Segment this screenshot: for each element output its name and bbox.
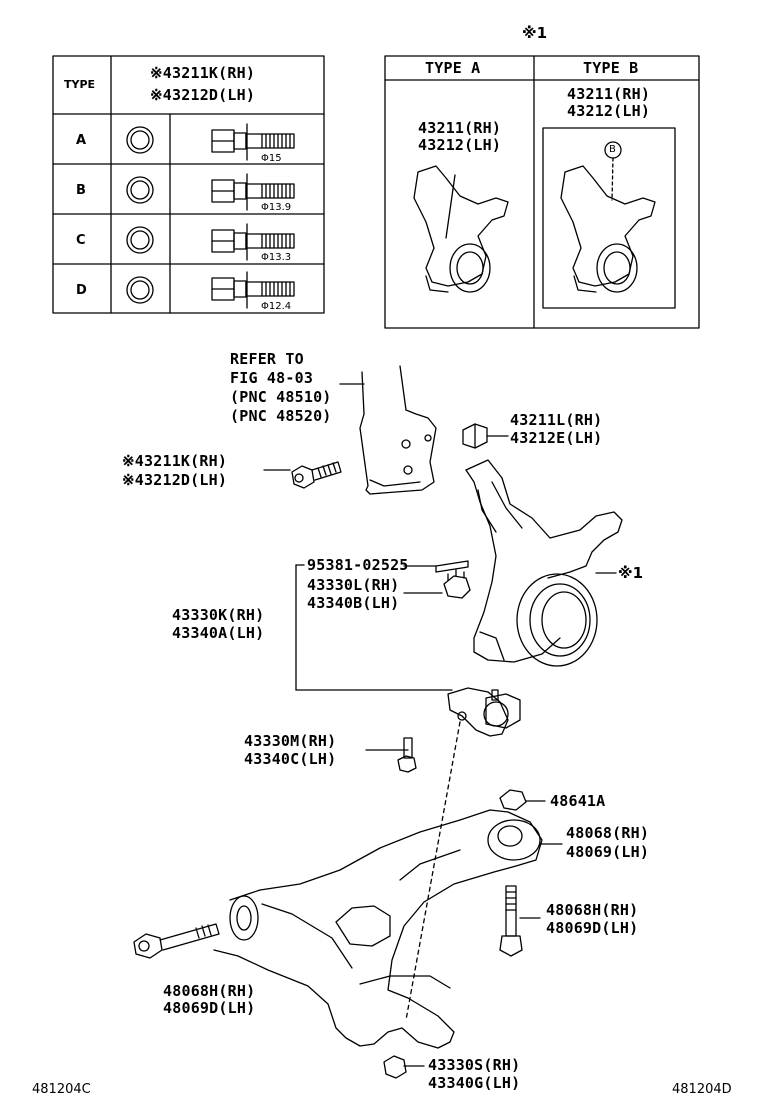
horizontal-bolt-drawing bbox=[133, 923, 220, 959]
arm-bolt-right-label-lh: 48069D(LH) bbox=[546, 919, 639, 937]
table-row-type: B bbox=[76, 183, 86, 198]
axis-line bbox=[405, 721, 461, 1021]
bracket-lines bbox=[295, 564, 453, 691]
cam-bolt-drawing bbox=[291, 461, 342, 489]
arm-bolt-left-label-rh: 48068H(RH) bbox=[163, 982, 256, 1000]
bolt-label-lh: ※43212D(LH) bbox=[122, 471, 228, 489]
nut-drawing bbox=[499, 789, 527, 811]
arm-bolt-left-label-lh: 48069D(LH) bbox=[163, 999, 256, 1017]
refer-line-1: REFER TO bbox=[230, 350, 304, 368]
bolt-label-rh: ※43211K(RH) bbox=[122, 452, 228, 470]
cotter-pin-drawing bbox=[435, 560, 469, 573]
table-row-diameter: Φ15 bbox=[261, 153, 282, 164]
refer-line-2: FIG 48-03 bbox=[230, 369, 314, 387]
steering-knuckle-drawing bbox=[465, 459, 623, 667]
table-row-type: D bbox=[76, 283, 87, 298]
table-header-part-rh: ※43211K(RH) bbox=[150, 64, 256, 82]
note-mark: ※1 bbox=[522, 24, 548, 42]
nut-top-label-lh: 43212E(LH) bbox=[510, 429, 603, 447]
ball-joint-drawing bbox=[447, 687, 521, 737]
table-row-diameter: Φ13.3 bbox=[261, 252, 292, 263]
nut-top-label-rh: 43211L(RH) bbox=[510, 411, 603, 429]
bottom-nut-label-rh: 43330S(RH) bbox=[428, 1056, 521, 1074]
vertical-bolt-drawing bbox=[499, 885, 523, 957]
nut-48641-label: 48641A bbox=[550, 792, 606, 810]
figure-code-left: 481204C bbox=[32, 1082, 91, 1097]
figure-code-right: 481204D bbox=[672, 1082, 732, 1097]
bottom-nut-drawing bbox=[383, 1055, 407, 1079]
refer-line-3: (PNC 48510) bbox=[230, 388, 332, 406]
table-row-diameter: Φ12.4 bbox=[261, 301, 292, 312]
bushing-label-lh: 48069(LH) bbox=[566, 843, 650, 861]
strut-drawing bbox=[359, 365, 437, 495]
ball-joint-label-lh: 43340A(LH) bbox=[172, 624, 265, 642]
type-table-frame bbox=[52, 55, 325, 314]
type-a-header: TYPE A bbox=[425, 59, 481, 77]
type-b-part-lh: 43212(LH) bbox=[567, 102, 651, 120]
ball-joint-label-rh: 43330K(RH) bbox=[172, 606, 265, 624]
castle-nut-drawing bbox=[443, 569, 471, 599]
refer-line-4: (PNC 48520) bbox=[230, 407, 332, 425]
arm-bolt-right-label-rh: 48068H(RH) bbox=[546, 901, 639, 919]
knuckle-type-frame bbox=[384, 55, 700, 329]
knuckle-type-a-drawing bbox=[413, 165, 509, 293]
table-row-diameter: Φ13.9 bbox=[261, 202, 292, 213]
bj-bolt-label-lh: 43340C(LH) bbox=[244, 750, 337, 768]
bottom-nut-label-lh: 43340G(LH) bbox=[428, 1074, 521, 1092]
table-row-type: A bbox=[76, 133, 87, 148]
washer-icon bbox=[126, 126, 154, 304]
type-b-part-rh: 43211(RH) bbox=[567, 85, 651, 103]
bushing-label-rh: 48068(RH) bbox=[566, 824, 650, 842]
knuckle-mark: ※1 bbox=[618, 564, 644, 582]
table-header-type: TYPE bbox=[64, 78, 96, 91]
castle-nut-label-rh: 43330L(RH) bbox=[307, 576, 400, 594]
cam-bolt-icon bbox=[211, 123, 295, 309]
lower-control-arm-drawing bbox=[213, 809, 543, 1049]
cotter-pin-label: 95381-02525 bbox=[307, 556, 409, 574]
table-header-part-lh: ※43212D(LH) bbox=[150, 86, 256, 104]
bj-bolt-label-rh: 43330M(RH) bbox=[244, 732, 337, 750]
bolt-drawing bbox=[397, 737, 417, 773]
type-a-part-rh: 43211(RH) bbox=[418, 119, 502, 137]
castle-nut-label-lh: 43340B(LH) bbox=[307, 594, 400, 612]
table-row-type: C bbox=[76, 233, 86, 248]
knuckle-type-b-drawing bbox=[560, 141, 656, 293]
type-a-part-lh: 43212(LH) bbox=[418, 136, 502, 154]
type-b-header: TYPE B bbox=[583, 59, 639, 77]
hex-nut-drawing bbox=[462, 423, 488, 449]
type-b-circle-label: B bbox=[609, 144, 616, 155]
